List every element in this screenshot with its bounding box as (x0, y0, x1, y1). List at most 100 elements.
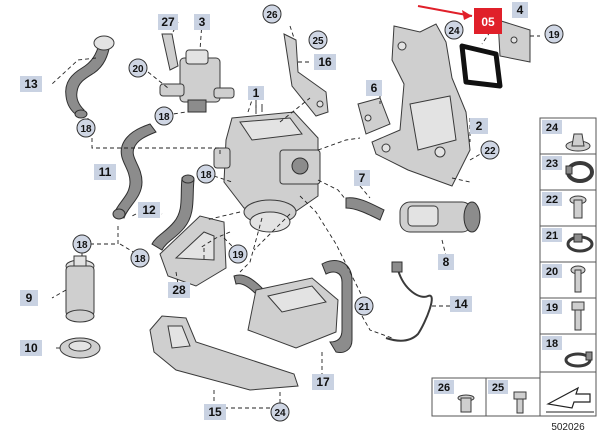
callout-4[interactable]: 4 (512, 2, 528, 18)
legend-item-21[interactable]: 21 (542, 228, 562, 242)
callout-14[interactable]: 14 (450, 296, 472, 312)
sleeve-26-icon (457, 394, 475, 413)
highlight-arrow (417, 5, 473, 20)
svg-text:22: 22 (546, 194, 558, 206)
callout-13[interactable]: 13 (20, 76, 42, 92)
svg-text:22: 22 (484, 146, 496, 157)
circle-callout-24b[interactable]: 24 (270, 402, 290, 422)
valve-3-drawing (159, 49, 235, 113)
highlight-callout-05[interactable]: 05 (474, 8, 502, 34)
direction-arrow-icon (546, 386, 594, 413)
legend-item-22[interactable]: 22 (542, 192, 562, 206)
svg-text:11: 11 (99, 165, 112, 179)
legend-item-23[interactable]: 23 (542, 156, 562, 170)
bracket-27-drawing (161, 33, 179, 71)
legend-panel: 24 23 22 21 20 19 18 26 25 502026 (431, 117, 597, 433)
svg-text:12: 12 (142, 203, 156, 217)
svg-text:05: 05 (481, 15, 495, 29)
plate-4-drawing (497, 19, 531, 63)
svg-text:20: 20 (546, 266, 558, 278)
bolt-19-icon (571, 301, 585, 331)
legend-item-20[interactable]: 20 (542, 264, 562, 278)
svg-text:24: 24 (546, 122, 559, 134)
callout-9[interactable]: 9 (20, 290, 38, 306)
legend-item-25[interactable]: 25 (488, 380, 508, 394)
callout-17[interactable]: 17 (312, 374, 334, 390)
svg-text:18: 18 (158, 112, 170, 123)
svg-text:19: 19 (548, 30, 560, 41)
circle-callout-19a[interactable]: 19 (544, 24, 564, 44)
circle-callout-19b[interactable]: 19 (228, 244, 248, 264)
svg-text:27: 27 (161, 15, 175, 29)
callout-6[interactable]: 6 (366, 80, 382, 96)
circle-callout-20[interactable]: 20 (128, 58, 148, 78)
svg-text:4: 4 (517, 3, 524, 17)
screw-22-icon (569, 195, 587, 219)
sensor-14-drawing (385, 261, 433, 342)
hose-11-drawing (112, 123, 157, 220)
svg-text:19: 19 (232, 250, 244, 261)
callout-11[interactable]: 11 (94, 164, 116, 180)
circle-callout-18e[interactable]: 18 (130, 248, 150, 268)
bolt-25-icon (513, 391, 527, 414)
legend-item-19[interactable]: 19 (542, 300, 562, 314)
reference-number: 502026 (551, 422, 585, 433)
circle-callout-24a[interactable]: 24 (444, 20, 464, 40)
clamp-23-icon (565, 161, 594, 183)
svg-text:10: 10 (24, 341, 38, 355)
svg-text:2: 2 (476, 119, 483, 133)
bracket-2-drawing (371, 23, 471, 187)
pump-8-drawing (345, 197, 481, 233)
circle-callout-18a[interactable]: 18 (76, 118, 96, 138)
callout-28[interactable]: 28 (168, 282, 190, 298)
callout-7[interactable]: 7 (354, 170, 370, 186)
circle-callout-25[interactable]: 25 (308, 30, 328, 50)
callout-3[interactable]: 3 (194, 14, 210, 30)
circle-callout-21[interactable]: 21 (354, 296, 374, 316)
circle-callout-18d[interactable]: 18 (72, 234, 92, 254)
svg-text:6: 6 (371, 81, 378, 95)
svg-text:9: 9 (26, 291, 33, 305)
callout-12[interactable]: 12 (138, 202, 160, 218)
hose-12-drawing (151, 174, 195, 251)
clamp-18-icon (564, 351, 593, 368)
svg-text:25: 25 (312, 36, 324, 47)
svg-text:19: 19 (546, 302, 558, 314)
filter-9-drawing (65, 255, 95, 323)
svg-text:24: 24 (448, 26, 460, 37)
svg-text:18: 18 (76, 240, 88, 251)
hose-13-drawing (65, 35, 115, 119)
circle-callout-26[interactable]: 26 (262, 4, 282, 24)
legend-item-18[interactable]: 18 (542, 336, 562, 350)
svg-text:1: 1 (253, 86, 260, 100)
callout-10[interactable]: 10 (20, 340, 42, 356)
callout-1[interactable]: 1 (248, 86, 264, 100)
svg-text:21: 21 (546, 230, 558, 242)
svg-text:28: 28 (172, 283, 186, 297)
svg-text:23: 23 (546, 158, 558, 170)
callout-8[interactable]: 8 (438, 254, 454, 270)
svg-text:26: 26 (438, 382, 450, 394)
heater-1-drawing (213, 111, 321, 233)
svg-text:16: 16 (318, 55, 332, 69)
bracket-28-drawing (159, 215, 227, 287)
legend-item-24[interactable]: 24 (542, 120, 562, 134)
callout-15[interactable]: 15 (204, 404, 226, 420)
svg-text:20: 20 (132, 64, 144, 75)
circle-callout-18b[interactable]: 18 (154, 106, 174, 126)
svg-text:7: 7 (359, 171, 366, 185)
svg-text:14: 14 (454, 297, 468, 311)
circle-callout-18c[interactable]: 18 (196, 164, 216, 184)
nut-24-icon (565, 133, 591, 152)
svg-text:18: 18 (80, 124, 92, 135)
callout-16[interactable]: 16 (314, 54, 336, 70)
legend-item-26[interactable]: 26 (434, 380, 454, 394)
circle-callout-22[interactable]: 22 (480, 140, 500, 160)
svg-text:25: 25 (492, 382, 504, 394)
silencer-17-drawing (233, 260, 353, 353)
callout-27[interactable]: 27 (158, 14, 178, 30)
svg-text:21: 21 (358, 302, 370, 313)
callout-2[interactable]: 2 (470, 118, 488, 134)
